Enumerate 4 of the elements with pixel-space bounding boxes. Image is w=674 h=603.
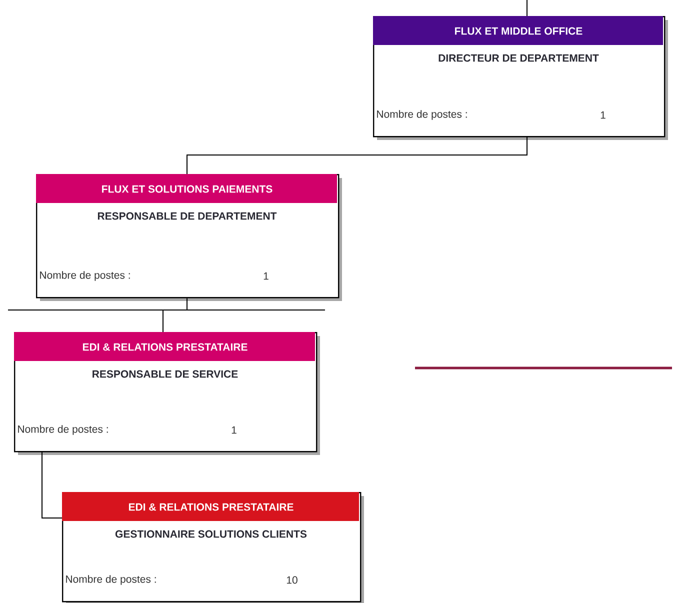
connector-line: [526, 0, 528, 16]
connector-line: [42, 450, 62, 518]
connector-line: [162, 298, 188, 332]
connector-line: [186, 136, 528, 174]
